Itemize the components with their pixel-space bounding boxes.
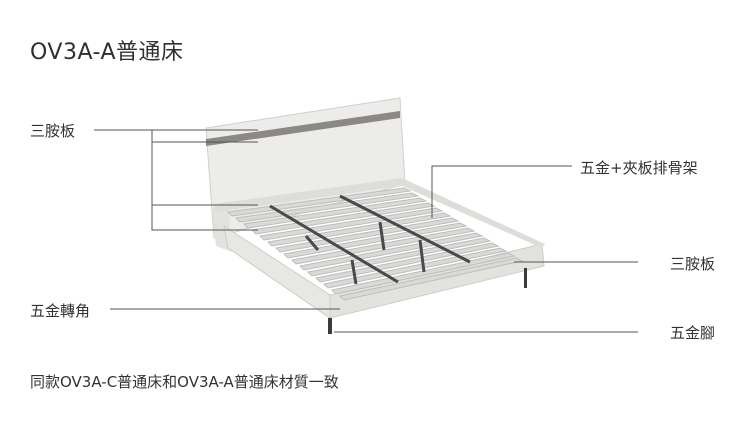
callout-lines xyxy=(94,129,638,333)
label-melamine-board-left: 三胺板 xyxy=(30,122,76,140)
page-title: OV3A-A普通床 xyxy=(30,40,184,65)
slats xyxy=(226,187,524,301)
legs xyxy=(328,268,527,334)
metal-frame xyxy=(269,194,471,285)
footer-note: 同款OV3A-C普通床和OV3A-A普通床材質一致 xyxy=(30,373,339,391)
label-melamine-board-right: 三胺板 xyxy=(670,255,716,273)
label-hardware-leg: 五金腳 xyxy=(670,324,716,342)
back-rail xyxy=(214,178,545,248)
headboard-stripe xyxy=(206,111,400,146)
label-slat-frame: 五金+夾板排骨架 xyxy=(580,159,698,177)
label-hardware-corner: 五金轉角 xyxy=(30,302,91,320)
